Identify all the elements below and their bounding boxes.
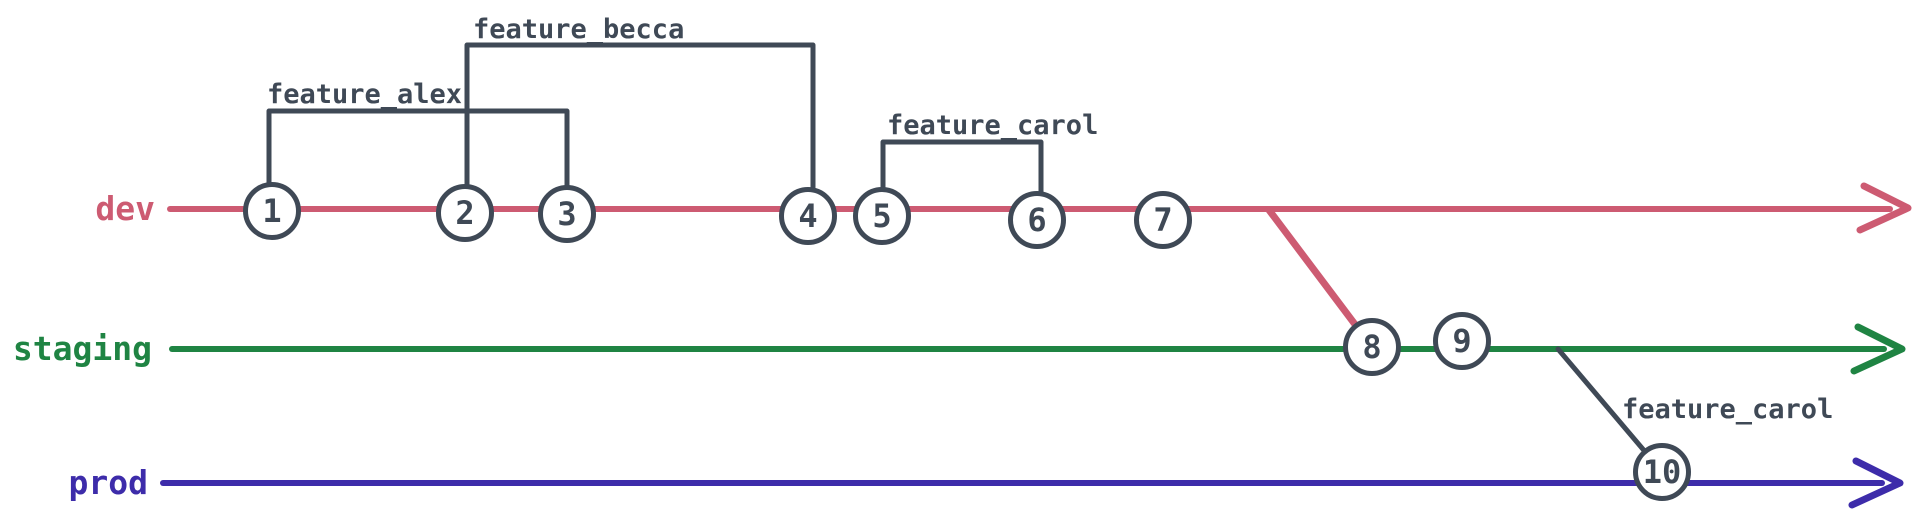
feature-becca-bracket bbox=[464, 42, 816, 195]
commit-4: 4 bbox=[779, 187, 837, 245]
prod-arrowhead-icon bbox=[1848, 457, 1904, 509]
feature-becca-label: feature_becca bbox=[473, 14, 684, 45]
commit-circle bbox=[853, 187, 911, 245]
dev-arrowhead-icon bbox=[1856, 182, 1912, 234]
commit-number: 8 bbox=[1362, 328, 1381, 366]
commit-9: 9 bbox=[1433, 312, 1491, 370]
commit-circle bbox=[538, 185, 596, 243]
commit-circle bbox=[1343, 318, 1401, 376]
commit-8: 8 bbox=[1343, 318, 1401, 376]
commit-number: 4 bbox=[798, 197, 817, 235]
commit-circle bbox=[243, 182, 301, 240]
commit-number: 6 bbox=[1027, 201, 1046, 239]
feature-alex-label: feature_alex bbox=[267, 79, 462, 110]
commit-2: 2 bbox=[436, 184, 494, 242]
feature-carol-bracket bbox=[880, 139, 1044, 197]
commit-number: 3 bbox=[557, 195, 576, 233]
commit-5: 5 bbox=[853, 187, 911, 245]
commit-number: 9 bbox=[1452, 322, 1471, 360]
merge-edge-dev-to-staging bbox=[1265, 206, 1373, 347]
feature-alex-bracket bbox=[266, 108, 570, 192]
commit-circle bbox=[1008, 191, 1066, 249]
commit-6: 6 bbox=[1008, 191, 1066, 249]
commit-circle bbox=[1433, 312, 1491, 370]
commit-10: 10 bbox=[1633, 443, 1691, 501]
commit-7: 7 bbox=[1134, 191, 1192, 249]
feature-carol-label: feature_carol bbox=[887, 110, 1098, 141]
commit-3: 3 bbox=[538, 185, 596, 243]
commit-circle bbox=[436, 184, 494, 242]
commit-circle bbox=[1134, 191, 1192, 249]
commit-number: 10 bbox=[1643, 453, 1682, 491]
feature-carol-merge-label: feature_carol bbox=[1622, 394, 1833, 425]
branch-label-dev: dev bbox=[95, 189, 155, 228]
commit-number: 7 bbox=[1153, 201, 1172, 239]
branch-label-staging: staging bbox=[13, 329, 152, 368]
branch-label-prod: prod bbox=[69, 463, 148, 502]
commit-number: 1 bbox=[262, 192, 281, 230]
commit-circle bbox=[1633, 443, 1691, 501]
staging-arrowhead-icon bbox=[1850, 323, 1906, 375]
commit-circle bbox=[779, 187, 837, 245]
commit-1: 1 bbox=[243, 182, 301, 240]
commit-number: 2 bbox=[455, 194, 474, 232]
commit-number: 5 bbox=[872, 197, 891, 235]
merge-edge-staging-to-prod bbox=[1555, 346, 1661, 470]
